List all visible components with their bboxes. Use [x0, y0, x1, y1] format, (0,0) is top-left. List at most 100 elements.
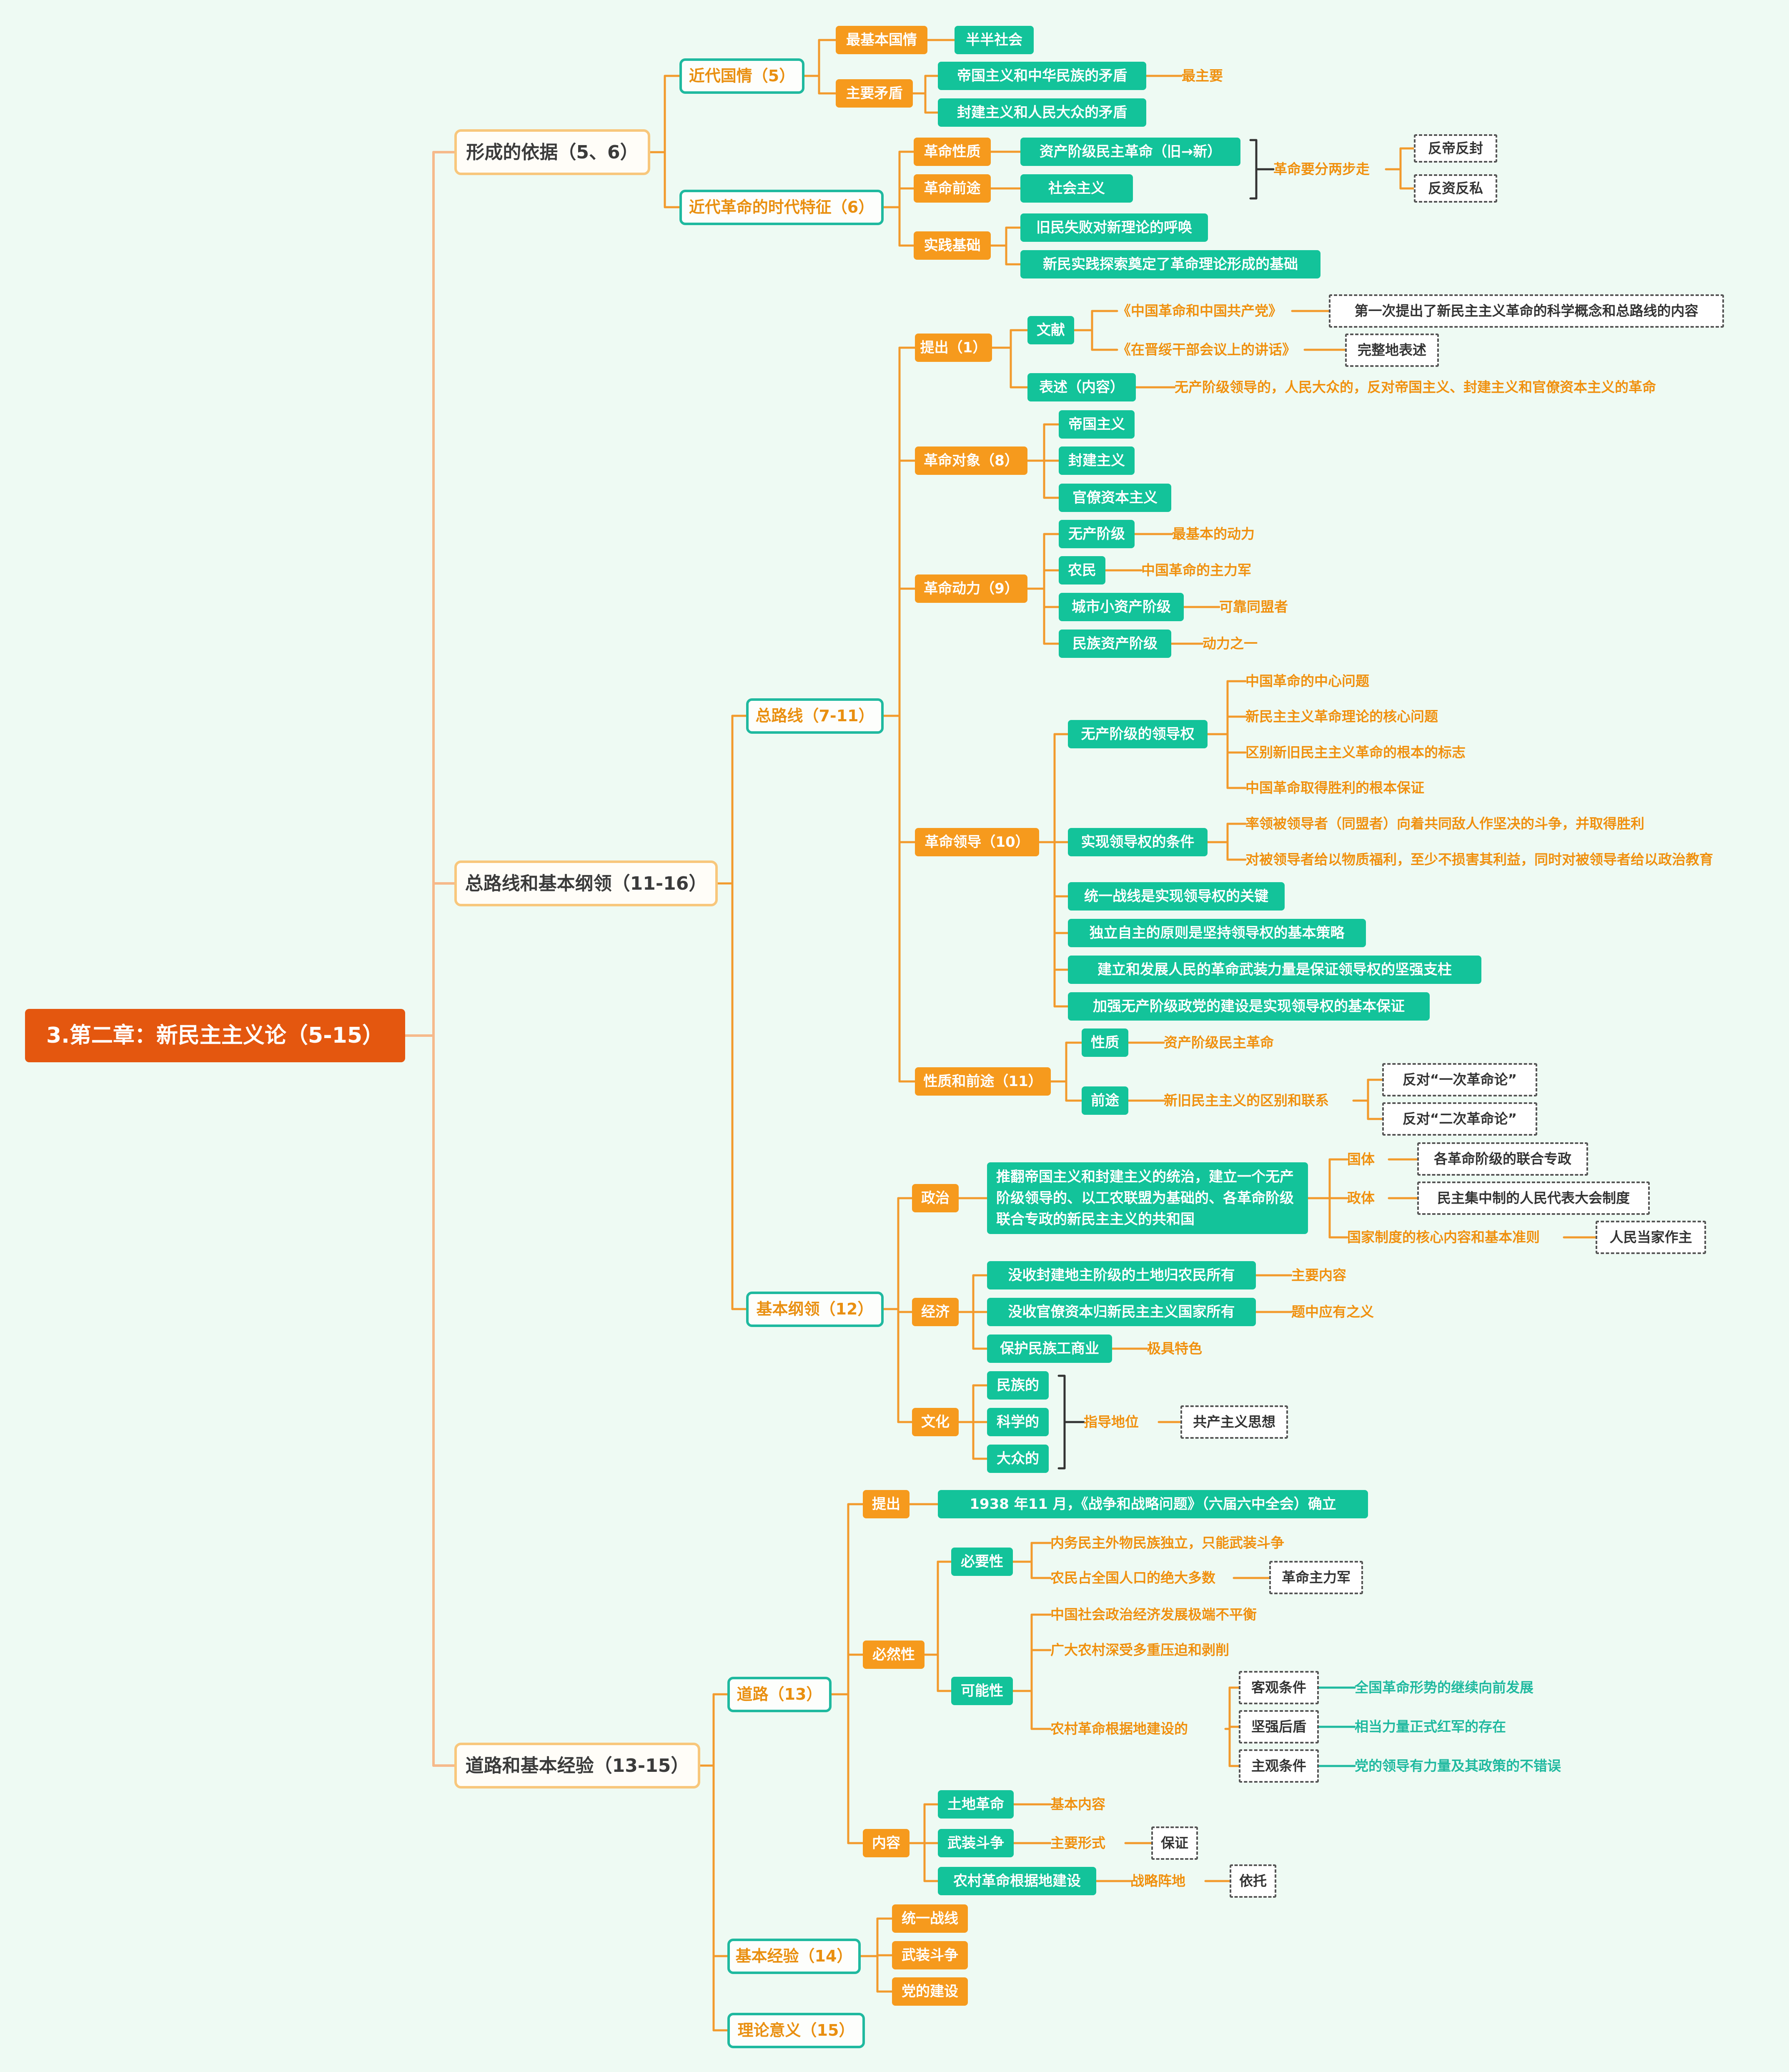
box-subjective-condition[interactable]: 主观条件: [1239, 1749, 1319, 1783]
text-red-army: 相当力量正式红军的存在: [1355, 1718, 1506, 1735]
text-base-area-building: 农村革命根据地建设的: [1050, 1721, 1188, 1737]
node-old-democracy-failure[interactable]: 旧民失败对新理论的呼唤: [1020, 213, 1208, 242]
node-united-front-key[interactable]: 统一战线是实现领导权的关键: [1068, 882, 1285, 911]
subtopic-basic-experience[interactable]: 基本经验（14）: [727, 1939, 861, 1974]
box-guarantee[interactable]: 保证: [1151, 1826, 1198, 1860]
topic-formation-basis[interactable]: 形成的依据（5、6）: [454, 129, 650, 175]
node-future[interactable]: 前途: [1082, 1086, 1128, 1115]
node-politics[interactable]: 政治: [912, 1184, 959, 1212]
box-reliance[interactable]: 依托: [1230, 1864, 1276, 1898]
node-armed-forces-pillar[interactable]: 建立和发展人民的革命武装力量是保证领导权的坚强支柱: [1068, 956, 1481, 984]
node-statement-content[interactable]: 表述（内容）: [1027, 373, 1136, 401]
node-revolution-forces[interactable]: 革命动力（9）: [915, 574, 1027, 603]
box-strong-backing[interactable]: 坚强后盾: [1239, 1710, 1319, 1743]
node-scientific-culture[interactable]: 科学的: [987, 1408, 1049, 1436]
text-peasant-majority: 农民占全国人口的绝大多数: [1050, 1570, 1215, 1586]
node-bureaucratic-capitalism[interactable]: 官僚资本主义: [1059, 484, 1171, 512]
node-road-content[interactable]: 内容: [863, 1829, 910, 1857]
node-independence-principle[interactable]: 独立自主的原则是坚持领导权的基本策略: [1068, 919, 1366, 947]
node-bourgeois-democratic[interactable]: 资产阶级民主革命（旧→新）: [1020, 138, 1240, 166]
box-revolution-main-force[interactable]: 革命主力军: [1269, 1561, 1363, 1594]
subtopic-basic-program[interactable]: 基本纲领（12）: [746, 1292, 884, 1327]
note-one-of-forces: 动力之一: [1203, 635, 1258, 652]
node-proposal[interactable]: 提出（1）: [915, 334, 992, 362]
node-confiscate-land[interactable]: 没收封建地主阶级的土地归农民所有: [987, 1261, 1256, 1289]
node-imperialism[interactable]: 帝国主义: [1059, 410, 1135, 439]
node-armed-struggle-exp[interactable]: 武装斗争: [892, 1941, 968, 1969]
box-oppose-two-revolutions[interactable]: 反对“二次革命论”: [1382, 1102, 1537, 1136]
node-revolution-leadership[interactable]: 革命领导（10）: [915, 828, 1039, 856]
node-feudalism-contradiction[interactable]: 封建主义和人民大众的矛盾: [938, 98, 1146, 127]
box-anti-imperial-feudal[interactable]: 反帝反封: [1414, 134, 1497, 163]
box-communist-thought[interactable]: 共产主义思想: [1180, 1405, 1288, 1439]
node-confiscate-capital[interactable]: 没收官僚资本归新民主主义国家所有: [987, 1298, 1256, 1326]
text-doc-jinsui-speech: 《在晋绥干部会议上的讲话》: [1117, 341, 1296, 358]
subtopic-theoretical-significance[interactable]: 理论意义（15）: [727, 2013, 865, 2048]
box-peoples-congress[interactable]: 民主集中制的人民代表大会制度: [1417, 1181, 1650, 1215]
node-new-democracy-practice[interactable]: 新民实践探索奠定了革命理论形成的基础: [1020, 250, 1320, 278]
node-practical-basis[interactable]: 实践基础: [914, 231, 991, 260]
box-first-proposed[interactable]: 第一次提出了新民主主义革命的科学概念和总路线的内容: [1329, 294, 1724, 328]
node-party-building-guarantee[interactable]: 加强无产阶级政党的建设是实现领导权的基本保证: [1068, 992, 1430, 1021]
text-statement-content: 无产阶级领导的，人民大众的，反对帝国主义、封建主义和官僚资本主义的革命: [1175, 379, 1656, 396]
node-imperialism-contradiction[interactable]: 帝国主义和中华民族的矛盾: [938, 62, 1146, 90]
note-main-form: 主要形式: [1050, 1835, 1105, 1851]
node-united-front[interactable]: 统一战线: [892, 1904, 968, 1933]
subtopic-modern-national-situation[interactable]: 近代国情（5）: [679, 58, 804, 94]
node-leadership-conditions[interactable]: 实现领导权的条件: [1068, 828, 1208, 856]
topic-road-experience[interactable]: 道路和基本经验（13-15）: [454, 1743, 700, 1789]
node-culture[interactable]: 文化: [912, 1408, 959, 1436]
root-topic[interactable]: 3.第二章：新民主主义论（5-15）: [25, 1009, 405, 1062]
box-joint-dictatorship[interactable]: 各革命阶级的联合专政: [1417, 1142, 1588, 1176]
box-complete-statement[interactable]: 完整地表述: [1345, 334, 1439, 367]
box-objective-condition[interactable]: 客观条件: [1239, 1671, 1319, 1704]
node-road-proposal-content[interactable]: 1938 年11 月，《战争和战略问题》（六届六中全会）确立: [938, 1490, 1368, 1518]
subtopic-general-line[interactable]: 总路线（7-11）: [746, 698, 884, 734]
box-oppose-one-revolution[interactable]: 反对“一次革命论”: [1382, 1063, 1537, 1096]
node-main-contradiction[interactable]: 主要矛盾: [836, 79, 913, 108]
node-revolution-nature[interactable]: 革命性质: [914, 138, 991, 166]
node-armed-struggle[interactable]: 武装斗争: [938, 1829, 1014, 1857]
node-land-revolution[interactable]: 土地革命: [938, 1790, 1014, 1819]
subtopic-era-features[interactable]: 近代革命的时代特征（6）: [679, 190, 884, 225]
node-documents[interactable]: 文献: [1027, 316, 1074, 344]
note-strategic-position: 战略阵地: [1130, 1873, 1185, 1889]
node-revolution-targets[interactable]: 革命对象（8）: [915, 447, 1027, 475]
node-peasants[interactable]: 农民: [1059, 556, 1105, 584]
node-road-proposal[interactable]: 提出: [863, 1490, 910, 1518]
subtopic-road[interactable]: 道路（13）: [727, 1677, 832, 1712]
node-national-culture[interactable]: 民族的: [987, 1371, 1049, 1400]
node-proletarian-leadership[interactable]: 无产阶级的领导权: [1068, 720, 1208, 748]
topic-general-line[interactable]: 总路线和基本纲领（11-16）: [454, 860, 718, 906]
node-inevitability[interactable]: 必然性: [863, 1641, 925, 1669]
note-basic-force: 最基本的动力: [1172, 526, 1255, 542]
text-fundamental-mark: 区别新旧民主主义革命的根本的标志: [1245, 744, 1466, 761]
node-party-building[interactable]: 党的建设: [892, 1977, 968, 2006]
node-protect-industry[interactable]: 保护民族工商业: [987, 1335, 1112, 1363]
text-core-issue: 新民主主义革命理论的核心问题: [1245, 708, 1438, 725]
node-necessity[interactable]: 必要性: [951, 1548, 1013, 1576]
node-nature[interactable]: 性质: [1082, 1028, 1128, 1057]
node-feudalism[interactable]: 封建主义: [1059, 447, 1135, 475]
node-mass-culture[interactable]: 大众的: [987, 1445, 1049, 1473]
node-economy[interactable]: 经济: [912, 1298, 959, 1326]
node-socialism[interactable]: 社会主义: [1020, 174, 1133, 203]
text-government-system: 政体: [1347, 1190, 1375, 1207]
node-revolution-future[interactable]: 革命前途: [914, 174, 991, 203]
text-condition-struggle: 率领被领导者（同盟者）向着共同敌人作坚决的斗争，并取得胜利: [1245, 815, 1644, 832]
box-anti-capital-private[interactable]: 反资反私: [1414, 174, 1497, 203]
label-two-steps: 革命要分两步走: [1273, 161, 1370, 178]
node-semi-semi-society[interactable]: 半半社会: [955, 26, 1034, 54]
node-nature-future[interactable]: 性质和前途（11）: [915, 1067, 1051, 1096]
node-petty-bourgeoisie[interactable]: 城市小资产阶级: [1059, 593, 1184, 621]
node-proletariat[interactable]: 无产阶级: [1059, 520, 1135, 548]
node-possibility[interactable]: 可能性: [951, 1677, 1013, 1705]
node-basic-situation[interactable]: 最基本国情: [836, 26, 927, 54]
text-core-principle: 国家制度的核心内容和基本准则: [1347, 1229, 1540, 1246]
node-national-bourgeoisie[interactable]: 民族资产阶级: [1059, 630, 1171, 658]
connector: [1057, 1375, 1066, 1470]
node-rural-base-areas[interactable]: 农村革命根据地建设: [938, 1867, 1096, 1895]
box-people-masters[interactable]: 人民当家作主: [1596, 1221, 1706, 1254]
label-guiding-position: 指导地位: [1084, 1414, 1139, 1430]
node-politics-program[interactable]: 推翻帝国主义和封建主义的统治，建立一个无产阶级领导的、以工农联盟为基础的、各革命…: [987, 1162, 1308, 1234]
